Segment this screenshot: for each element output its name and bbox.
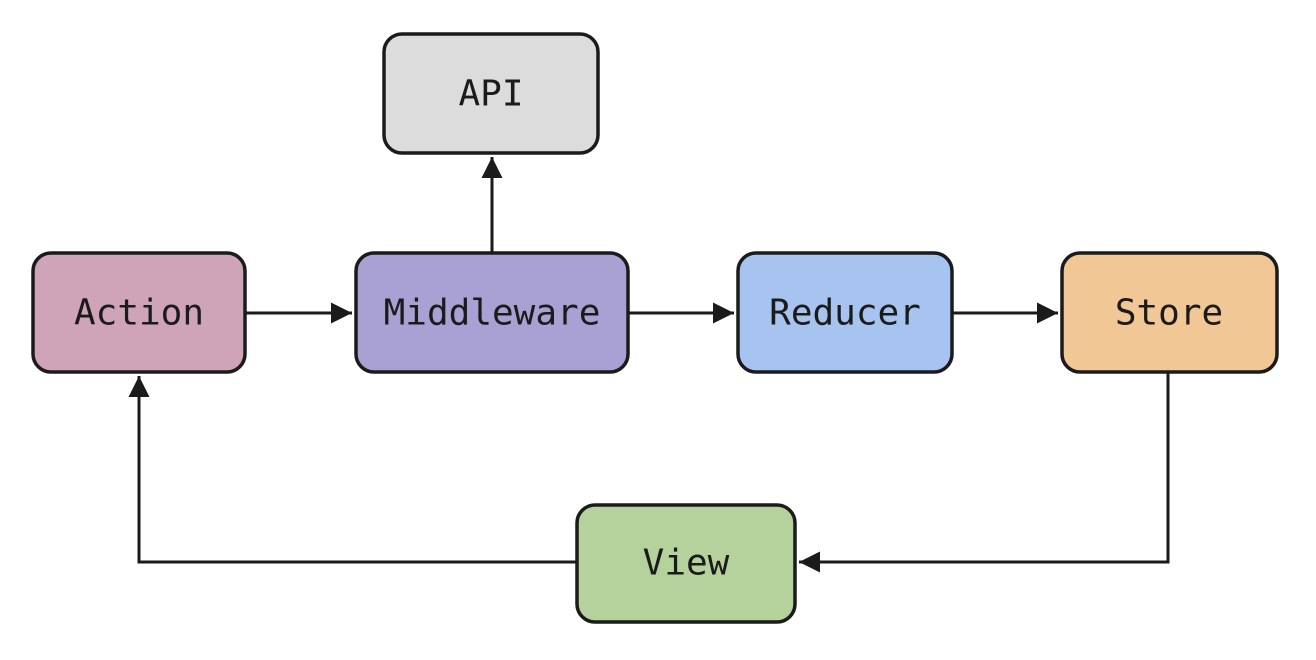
node-middleware-label: Middleware: [384, 293, 601, 334]
node-store-label: Store: [1115, 293, 1223, 334]
node-view-label: View: [643, 543, 730, 584]
node-reducer: Reducer: [736, 251, 954, 374]
edge-view-to-action: [128, 376, 577, 564]
node-middleware-box: [354, 251, 630, 374]
node-store: Store: [1060, 251, 1279, 374]
node-action-box: [31, 251, 247, 374]
edge-store-to-view: [799, 372, 1170, 573]
node-view: View: [575, 503, 797, 624]
node-api-box: [382, 32, 600, 155]
node-api: API: [382, 32, 600, 155]
node-reducer-box: [736, 251, 954, 374]
node-action-label: Action: [74, 293, 204, 334]
node-middleware: Middleware: [354, 251, 630, 374]
node-api-label: API: [458, 74, 523, 115]
node-view-box: [575, 503, 797, 624]
node-reducer-label: Reducer: [769, 293, 921, 334]
node-action: Action: [31, 251, 247, 374]
node-store-box: [1060, 251, 1279, 374]
